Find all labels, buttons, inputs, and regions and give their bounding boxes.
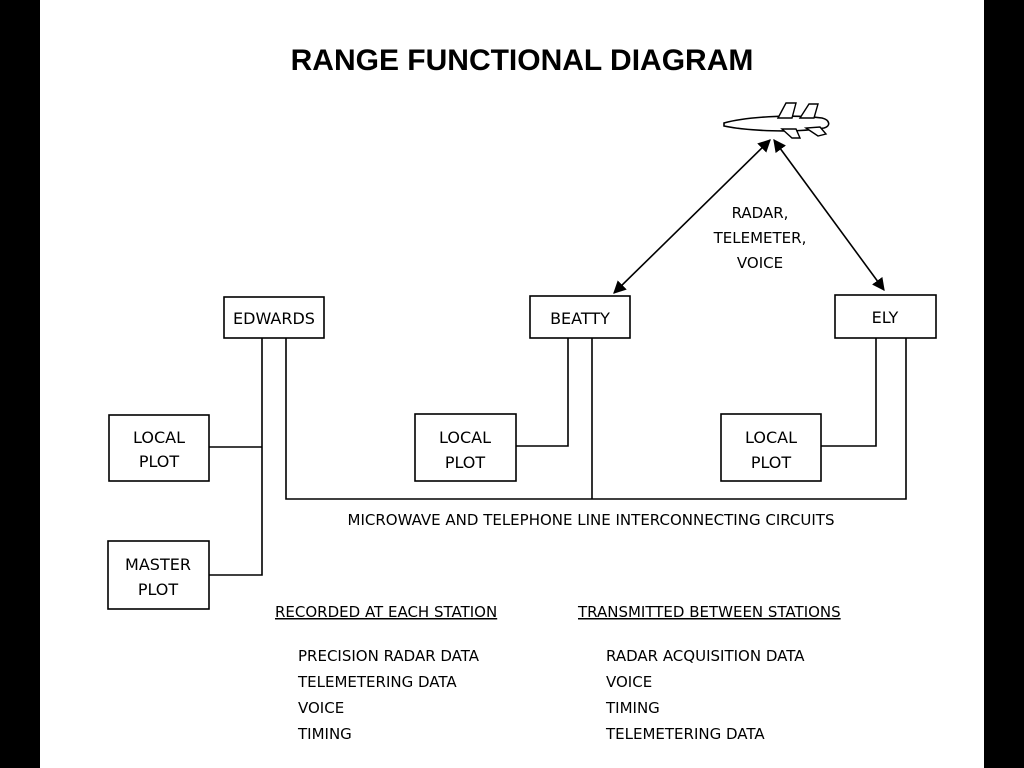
station-ely-label: ELY — [872, 308, 899, 327]
local-plot-beatty: LOCAL PLOT — [414, 413, 517, 482]
master-plot-line-2: PLOT — [138, 580, 179, 599]
links-label-line-2: TELEMETER, — [713, 229, 807, 247]
station-edwards-label: EDWARDS — [233, 309, 315, 328]
interconnect-wiring — [208, 338, 907, 576]
recorded-item-1: PRECISION RADAR DATA — [298, 647, 480, 665]
local-plot-edwards: LOCAL PLOT — [108, 414, 210, 482]
station-edwards: EDWARDS — [223, 296, 325, 339]
recorded-item-4: TIMING — [297, 725, 352, 743]
transmitted-item-4: TELEMETERING DATA — [605, 725, 765, 743]
local-plot-ely: LOCAL PLOT — [720, 413, 822, 482]
master-plot-line-1: MASTER — [125, 555, 191, 574]
diagram-sheet — [40, 0, 984, 768]
transmitted-heading: TRANSMITTED BETWEEN STATIONS — [577, 603, 841, 621]
aircraft-icon — [723, 102, 830, 139]
circuits-label: MICROWAVE AND TELEPHONE LINE INTERCONNEC… — [348, 511, 835, 529]
local-plot-beatty-line-2: PLOT — [445, 453, 486, 472]
recorded-item-2: TELEMETERING DATA — [297, 673, 457, 691]
station-beatty-label: BEATTY — [550, 309, 610, 328]
links-label-line-1: RADAR, — [732, 204, 789, 222]
transmitted-item-1: RADAR ACQUISITION DATA — [606, 647, 805, 665]
page-title: RANGE FUNCTIONAL DIAGRAM — [291, 44, 754, 77]
links-label-line-3: VOICE — [737, 254, 783, 272]
beatty-aircraft-link — [613, 139, 771, 294]
transmitted-item-2: VOICE — [606, 673, 652, 691]
recorded-item-3: VOICE — [298, 699, 344, 717]
station-beatty: BEATTY — [529, 295, 631, 339]
master-plot: MASTER PLOT — [107, 540, 210, 610]
local-plot-edwards-line-1: LOCAL — [133, 428, 185, 447]
station-ely: ELY — [834, 294, 937, 339]
recorded-heading: RECORDED AT EACH STATION — [275, 603, 497, 621]
local-plot-beatty-line-1: LOCAL — [439, 428, 491, 447]
ely-aircraft-link — [773, 138, 885, 292]
transmitted-item-3: TIMING — [605, 699, 660, 717]
local-plot-edwards-line-2: PLOT — [139, 452, 180, 471]
local-plot-ely-line-2: PLOT — [751, 453, 792, 472]
local-plot-ely-line-1: LOCAL — [745, 428, 797, 447]
